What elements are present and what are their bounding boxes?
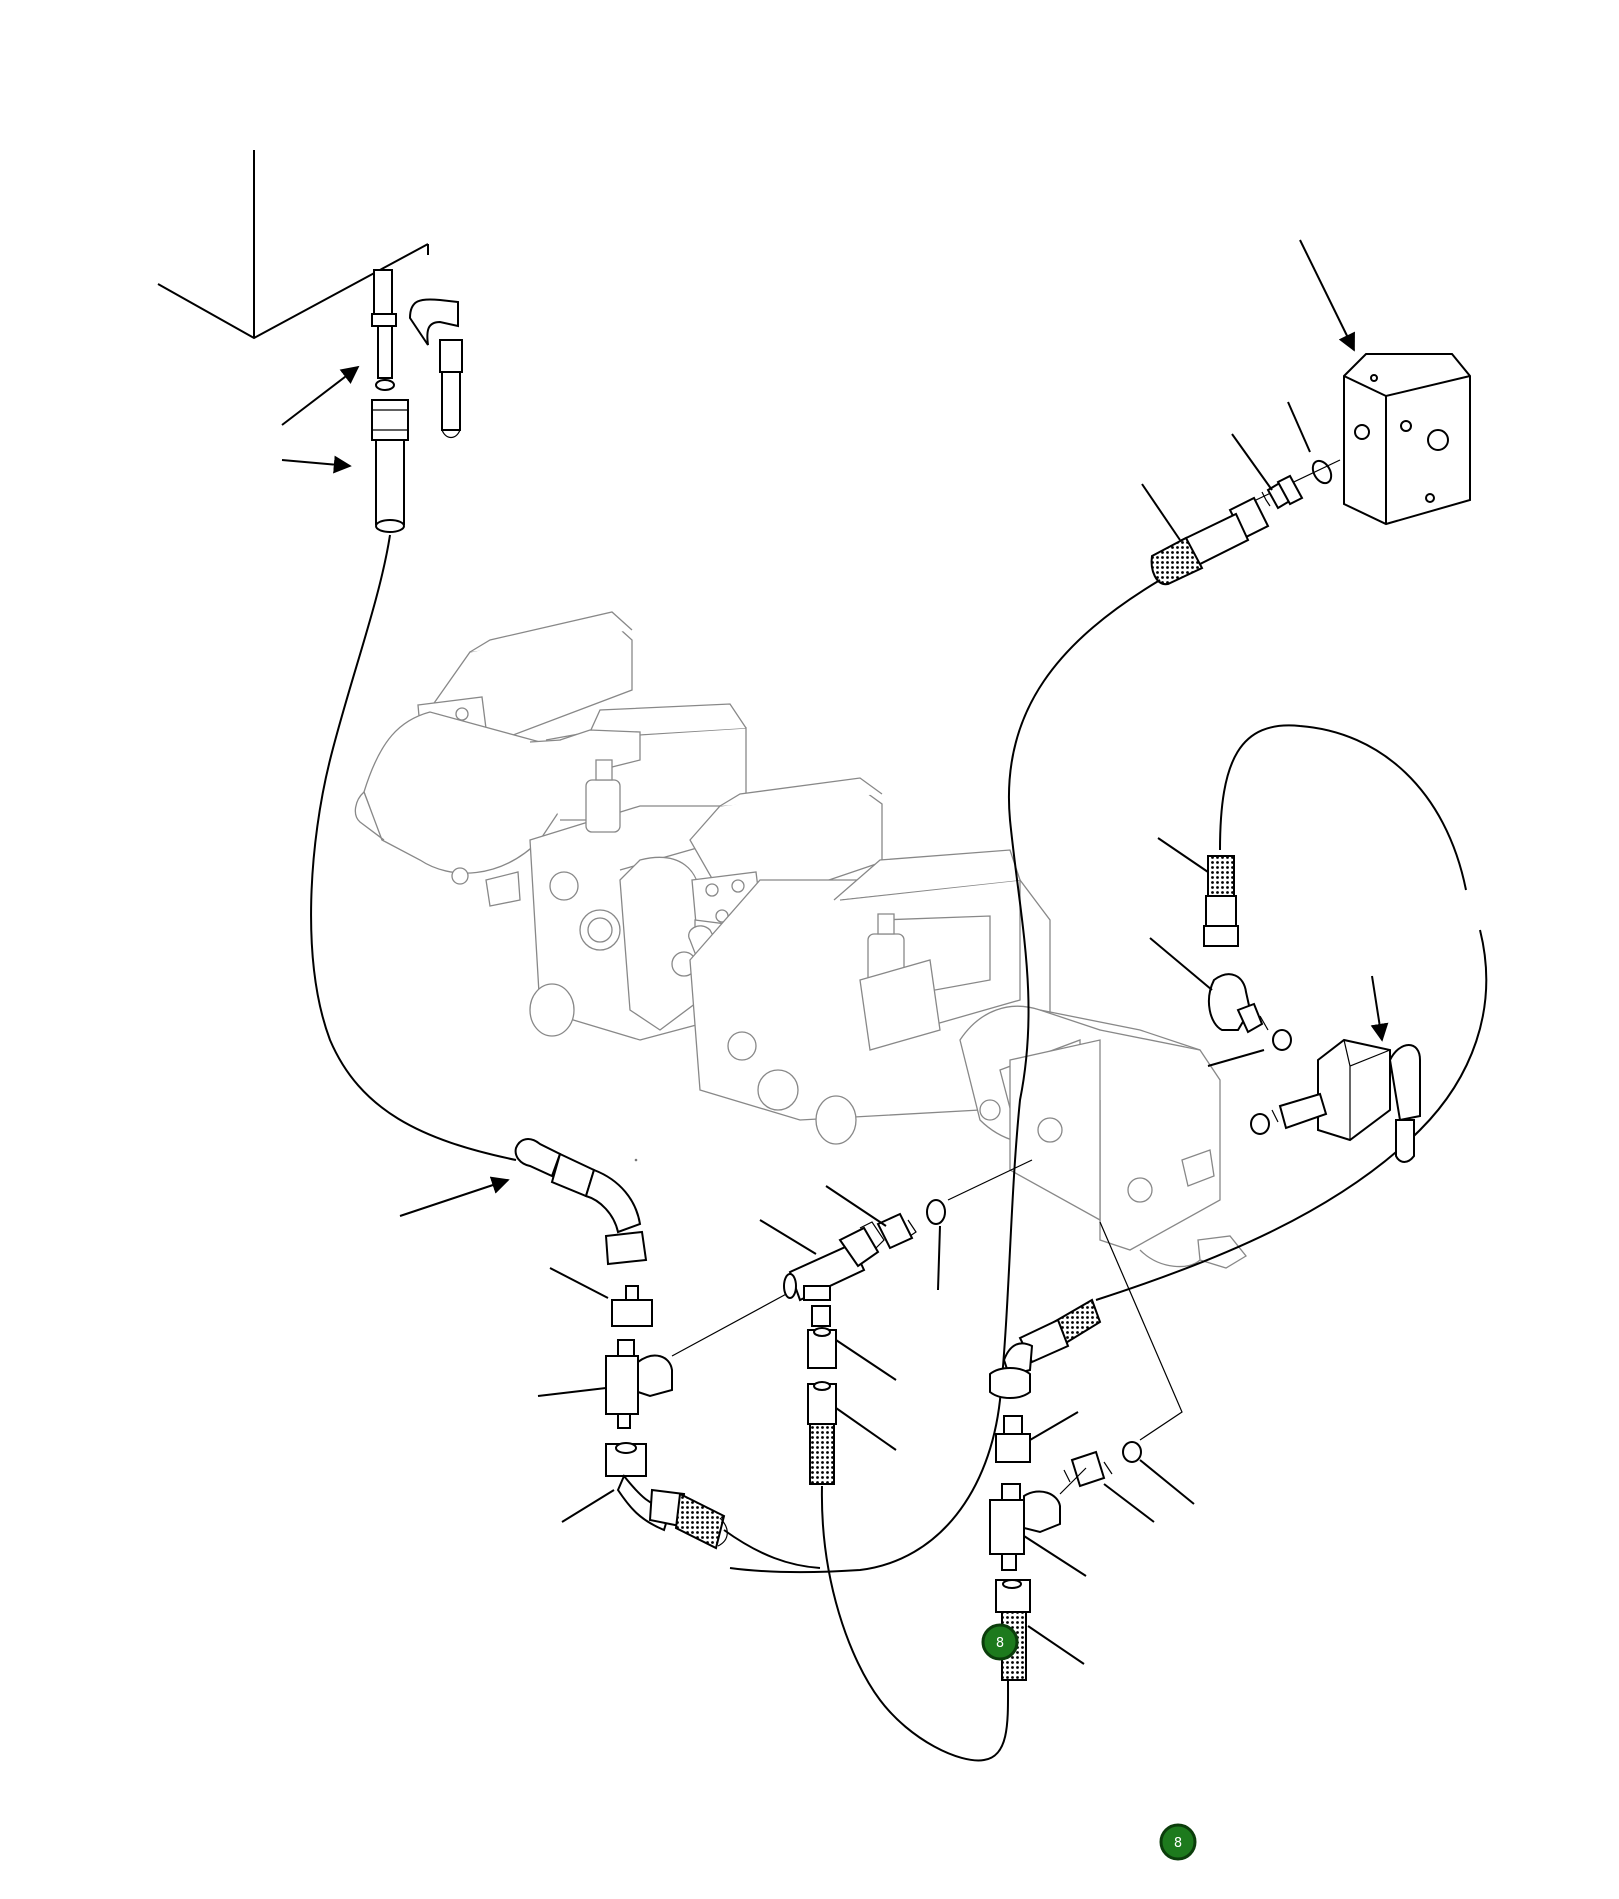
callout-badge-lower[interactable]: 8 [1159,1823,1197,1861]
tank-outlet-fitting [371,269,397,391]
upper-hose-line [729,579,1161,1574]
left-callout-leaders [537,1267,615,1523]
middle-lower-fittings [807,1305,837,1485]
left-lower-hose-end [616,1474,728,1550]
middle-lower-leaders [835,1339,897,1451]
right-elbow [1207,973,1292,1051]
callout-badge-upper-label: 8 [996,1636,1004,1651]
left-tee-leader-line [671,1291,791,1357]
tank-suction-hose [310,534,517,1161]
left-lower-hose [723,1529,821,1569]
right-loop-hose [1219,724,1467,891]
relief-valve-block [1250,1038,1421,1163]
callout-badge-upper[interactable]: 8 [981,1623,1019,1661]
lower-right-leaders [1023,1411,1195,1665]
tank-arrows [281,365,360,474]
middle-lower-hose [820,1485,1010,1762]
middle-callout-leaders [759,1185,941,1291]
left-tube-elbow [514,1138,648,1266]
arrow-to-relief-valve [1370,975,1389,1042]
callout-badge-lower-label: 8 [1174,1836,1182,1851]
valve-adapter-and-oring [1261,459,1333,510]
hydraulic-pump-assembly [354,611,1247,1269]
tank-return-elbow [408,298,463,439]
tank-outline [157,150,429,340]
valve-block [1343,353,1471,526]
lower-right-adapter-and-oring [1063,1441,1142,1488]
arrow-to-valve-block [1299,239,1355,352]
middle-axis-line [947,1159,1033,1201]
upper-callout-leaders [1141,401,1311,541]
middle-tee-fitting [783,1221,885,1302]
right-callout-leaders [1149,837,1265,1067]
lower-right-hose-end [989,1298,1102,1399]
stray-dot [634,1158,638,1162]
upper-hose-end [1150,496,1270,586]
right-hose-end [1203,855,1239,947]
suction-nut-and-tube [371,399,409,533]
middle-adapter-and-oring [876,1199,946,1250]
left-tee-fittings [605,1285,673,1477]
lower-right-axis-lines [1059,1221,1183,1495]
arrow-to-left-tube [399,1176,510,1217]
